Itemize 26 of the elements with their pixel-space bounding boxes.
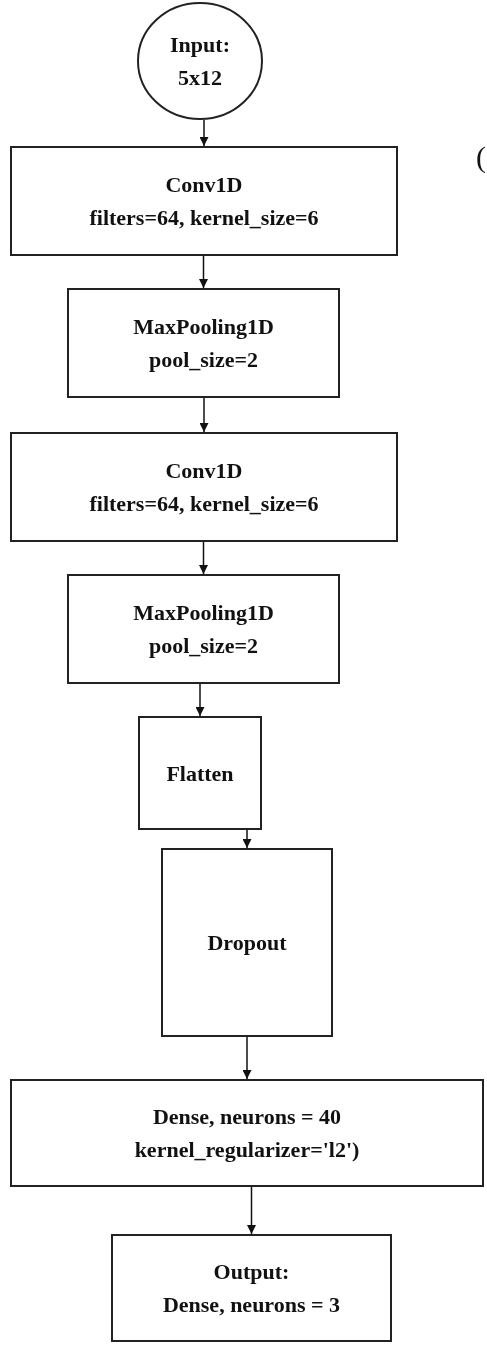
arrow [195,683,205,717]
process-box [67,288,340,398]
process-box [111,1234,392,1342]
arrow [199,119,209,147]
node-label: Flatten [165,759,235,788]
process-box [161,848,333,1037]
node-label: Input: 5x12 [169,31,231,92]
arrow [242,829,252,849]
node-label: Output: Dense, neurons = 3 [161,1258,342,1319]
arrow [199,541,208,575]
process-box [10,146,398,256]
cut-off-label: ( [476,140,486,174]
node-label: Conv1D filters=64, kernel_size=6 [88,457,320,518]
process-box [67,574,340,684]
node-label: Conv1D filters=64, kernel_size=6 [88,171,320,232]
process-box [10,432,398,542]
node-label: Dense, neurons = 40 kernel_regularizer='l2') [133,1103,361,1164]
process-box [10,1079,484,1187]
node-label: MaxPooling1D pool_size=2 [132,599,275,660]
arrow [247,1186,256,1235]
arrow [242,1036,252,1080]
node-label: Dropout [206,929,288,957]
process-box [138,716,262,830]
arrow [199,255,208,289]
arrow [199,397,209,433]
node-label: MaxPooling1D pool_size=2 [132,313,275,374]
